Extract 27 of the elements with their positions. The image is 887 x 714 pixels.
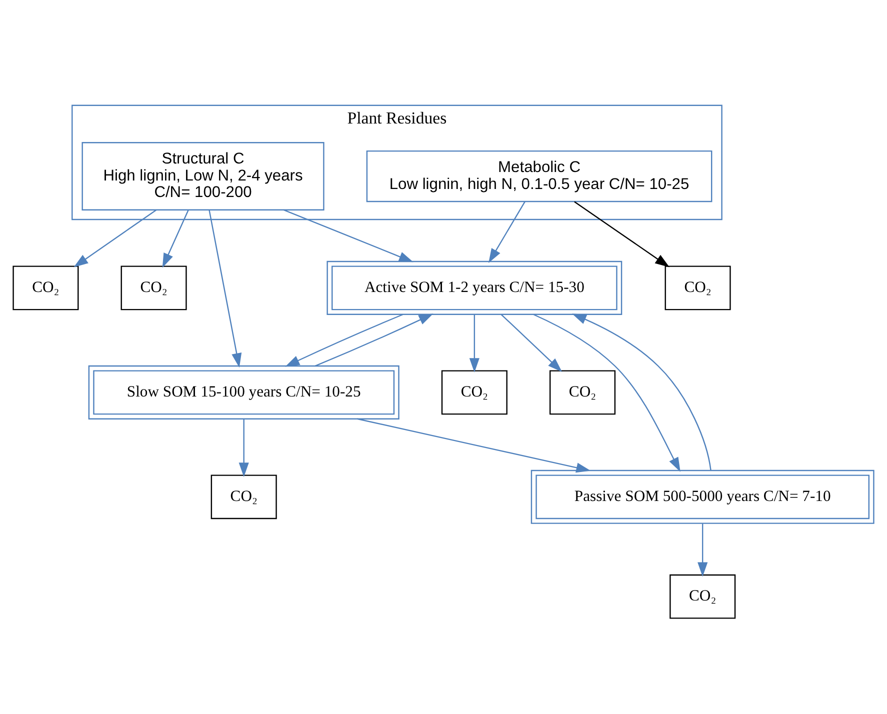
arrow [469,314,480,373]
node-box: CO₂ [549,370,616,415]
arrow [285,314,404,367]
arrow [698,524,708,577]
node-box: Structural C High lignin, Low N, 2-4 years C/N= 100-200 [82,142,324,210]
node-box: CO₂ [441,370,508,415]
node-box: CO₂ [12,266,79,310]
node-box: Active SOM 1-2 years C/N= 15-30 [326,260,622,315]
node-box: CO₂ [210,474,277,520]
arrow [238,418,249,478]
arrow [357,418,591,473]
node-box: Passive SOM 500-5000 years C/N= 7-10 [530,470,874,524]
node-box: Slow SOM 15-100 years C/N= 10-25 [88,365,400,420]
arrow [74,209,157,268]
arrow [500,314,562,372]
arrow [284,209,414,262]
node-box: Metabolic C Low lignin, high N, 0.1-0.5 year C/N= 10-25 [366,150,712,202]
arrow [162,210,189,268]
arrow [488,201,526,263]
arrow [572,314,712,470]
node-box: CO₂ [670,574,736,619]
arrow [574,201,670,268]
node-box: CO₂ [120,266,187,310]
node-box: CO₂ [664,266,731,310]
arrow [314,314,434,366]
arrow [533,314,680,472]
arrow [208,210,242,368]
